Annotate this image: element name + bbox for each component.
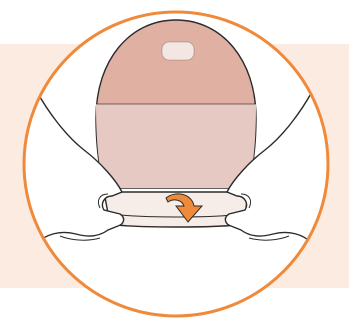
cap-lower-region [96, 104, 256, 188]
cap-window [162, 42, 194, 60]
